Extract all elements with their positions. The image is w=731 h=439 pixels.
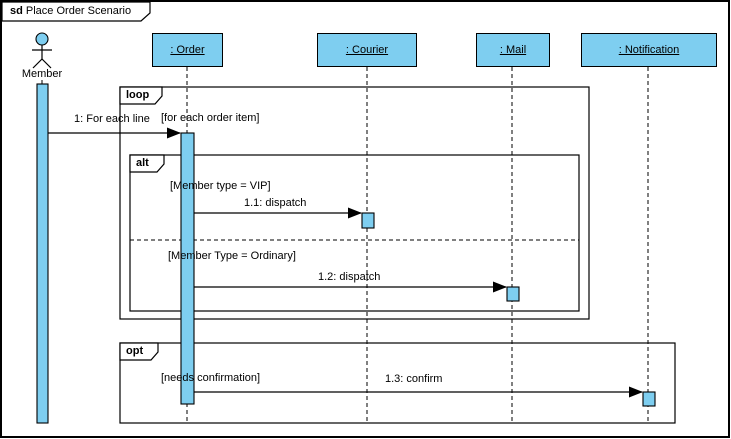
message-1-label: 1: For each line (74, 113, 150, 125)
message-1-2-label: 1.2: dispatch (318, 271, 381, 283)
opt-operator-shape (119, 342, 159, 361)
loop-fragment-frame[interactable] (119, 86, 590, 320)
member-actor-figure[interactable] (32, 32, 52, 69)
alt-operator-shape (129, 154, 165, 173)
message-1-1-label: 1.1: dispatch (244, 197, 307, 209)
sd-keyword: sd (10, 5, 23, 17)
loop-operator-label: loop (126, 89, 150, 101)
alt-guard-vip: [Member type = VIP] (170, 180, 271, 192)
notification-activation-bar[interactable] (642, 391, 656, 407)
title-tab-shape[interactable] (1, 1, 151, 22)
opt-guard: [needs confirmation] (161, 372, 261, 384)
loop-guard: [for each order item] (161, 112, 260, 124)
actor-leg-right (41, 58, 52, 69)
lifeline-head-order[interactable]: : Order (152, 33, 223, 67)
lifeline-order-label: : Order (170, 44, 205, 56)
opt-fragment-frame[interactable] (119, 342, 676, 424)
alt-operator-label: alt (136, 157, 149, 169)
mail-activation-bar[interactable] (506, 286, 520, 302)
courier-activation-bar[interactable] (361, 212, 375, 229)
opt-operator-label: opt (126, 345, 144, 357)
actor-label: Member (21, 68, 63, 80)
lifeline-mail-label: : Mail (499, 44, 527, 56)
order-activation-bar[interactable] (180, 132, 195, 405)
alt-guard-ordinary: [Member Type = Ordinary] (168, 250, 296, 262)
actor-leg-left (32, 58, 43, 69)
message-1-3-label: 1.3: confirm (385, 373, 443, 385)
lifeline-head-notification[interactable]: : Notification (581, 33, 717, 67)
lifeline-courier-label: : Courier (345, 44, 389, 56)
actor-head (35, 32, 49, 46)
diagram-title-text: Place Order Scenario (25, 5, 132, 17)
lifeline-head-mail[interactable]: : Mail (476, 33, 550, 67)
member-activation-bar[interactable] (36, 83, 49, 424)
loop-operator-shape (119, 86, 163, 105)
alt-fragment-frame[interactable] (129, 154, 580, 312)
lifeline-head-courier[interactable]: : Courier (317, 33, 417, 67)
diagram-title: sd Place Order Scenario (10, 5, 131, 17)
lifeline-notification-label: : Notification (618, 44, 680, 56)
